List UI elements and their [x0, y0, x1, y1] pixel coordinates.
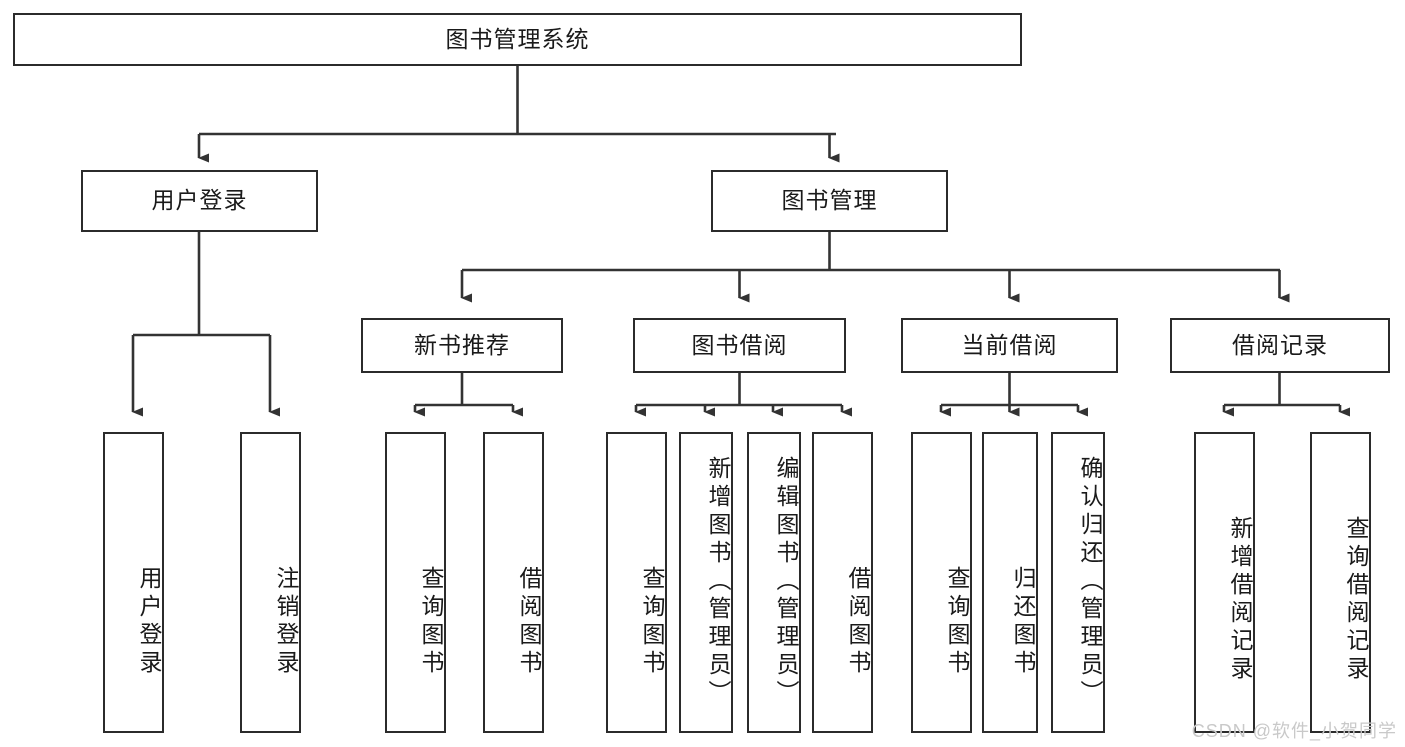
- node-leaf-query-book-3[interactable]: 查询图书: [911, 432, 972, 733]
- node-leaf-return-book[interactable]: 归还图书: [982, 432, 1038, 733]
- node-user-login-label: 用户登录: [151, 187, 248, 214]
- node-borrow-record[interactable]: 借阅记录: [1170, 318, 1390, 373]
- node-leaf-confirm-return[interactable]: 确认归还（管理员）: [1051, 432, 1105, 733]
- node-leaf-user-logout-label: 注销登录: [273, 565, 299, 678]
- node-leaf-query-book-2[interactable]: 查询图书: [606, 432, 667, 733]
- node-leaf-query-book-3-label: 查询图书: [944, 565, 970, 678]
- node-leaf-query-record[interactable]: 查询借阅记录: [1310, 432, 1371, 733]
- node-leaf-query-book-1-label: 查询图书: [418, 565, 444, 678]
- node-current-borrow-label: 当前借阅: [961, 331, 1058, 358]
- node-borrow-record-label: 借阅记录: [1232, 331, 1328, 358]
- node-leaf-return-book-label: 归还图书: [1010, 565, 1036, 678]
- node-leaf-query-record-label: 查询借阅记录: [1343, 515, 1369, 684]
- node-leaf-user-logout[interactable]: 注销登录: [240, 432, 301, 733]
- node-leaf-borrow-book-2[interactable]: 借阅图书: [812, 432, 873, 733]
- node-leaf-user-login-label: 用户登录: [136, 565, 162, 678]
- node-leaf-borrow-book-1[interactable]: 借阅图书: [483, 432, 544, 733]
- node-book-borrow-label: 图书借阅: [691, 331, 788, 358]
- node-book-borrow[interactable]: 图书借阅: [633, 318, 846, 373]
- node-leaf-confirm-return-label: 确认归还（管理员）: [1077, 455, 1103, 708]
- node-user-login[interactable]: 用户登录: [81, 170, 318, 232]
- node-root[interactable]: 图书管理系统: [13, 13, 1022, 66]
- node-book-manage[interactable]: 图书管理: [711, 170, 948, 232]
- node-leaf-query-book-1[interactable]: 查询图书: [385, 432, 446, 733]
- node-leaf-query-book-2-label: 查询图书: [639, 565, 665, 678]
- node-leaf-edit-book-label: 编辑图书（管理员）: [773, 455, 799, 708]
- node-leaf-borrow-book-1-label: 借阅图书: [516, 565, 542, 678]
- node-leaf-add-record-label: 新增借阅记录: [1227, 515, 1253, 684]
- node-root-label: 图书管理系统: [445, 25, 590, 52]
- node-leaf-edit-book[interactable]: 编辑图书（管理员）: [747, 432, 801, 733]
- node-leaf-user-login[interactable]: 用户登录: [103, 432, 164, 733]
- node-leaf-add-book[interactable]: 新增图书（管理员）: [679, 432, 733, 733]
- node-new-book-rec-label: 新书推荐: [414, 331, 510, 358]
- node-leaf-add-book-label: 新增图书（管理员）: [705, 455, 731, 708]
- node-book-manage-label: 图书管理: [781, 187, 878, 214]
- node-leaf-add-record[interactable]: 新增借阅记录: [1194, 432, 1255, 733]
- csdn-watermark: CSDN @软件_小贺同学: [1191, 721, 1397, 741]
- node-new-book-rec[interactable]: 新书推荐: [361, 318, 563, 373]
- node-leaf-borrow-book-2-label: 借阅图书: [845, 565, 871, 678]
- node-current-borrow[interactable]: 当前借阅: [901, 318, 1118, 373]
